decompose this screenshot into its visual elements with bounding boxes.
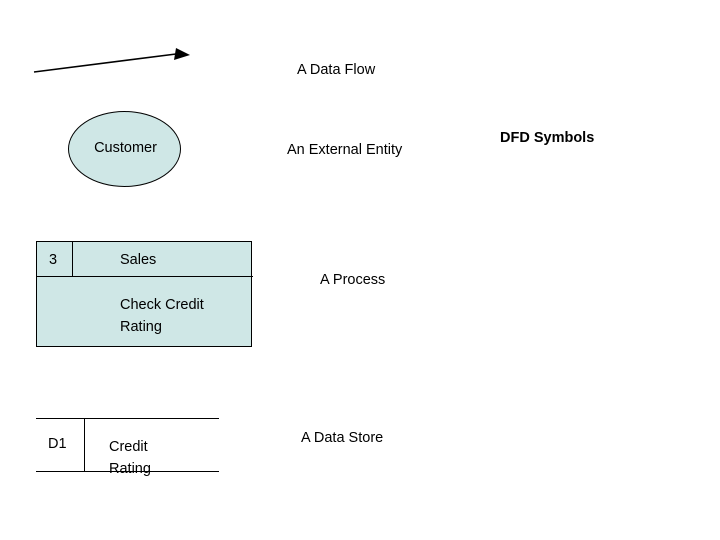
external-entity-label: Customer — [94, 140, 157, 156]
data-flow-caption: A Data Flow — [297, 62, 376, 78]
data-store-divider-line — [84, 418, 85, 472]
data-flow-arrow-icon — [30, 46, 190, 78]
process-name-label: Sales — [120, 252, 157, 268]
external-entity-shape: Customer — [68, 111, 181, 187]
process-caption: A Process — [320, 272, 386, 288]
process-name-cell: Sales — [73, 242, 253, 277]
external-entity-caption: An External Entity — [287, 142, 403, 158]
process-description-label: Check Credit Rating — [120, 297, 204, 335]
data-store-name-label: Credit Rating — [109, 439, 151, 477]
data-store-id-label: D1 — [48, 436, 67, 452]
process-id-label: 3 — [49, 252, 58, 268]
data-store-caption: A Data Store — [301, 430, 384, 446]
data-store-top-line — [36, 418, 219, 419]
process-shape: 3 Sales Check Credit Rating — [36, 241, 253, 347]
diagram-title: DFD Symbols — [500, 130, 595, 146]
process-id-cell: 3 — [37, 242, 73, 277]
data-store-bottom-line — [36, 471, 219, 472]
data-store-shape: D1 Credit Rating — [36, 418, 219, 477]
